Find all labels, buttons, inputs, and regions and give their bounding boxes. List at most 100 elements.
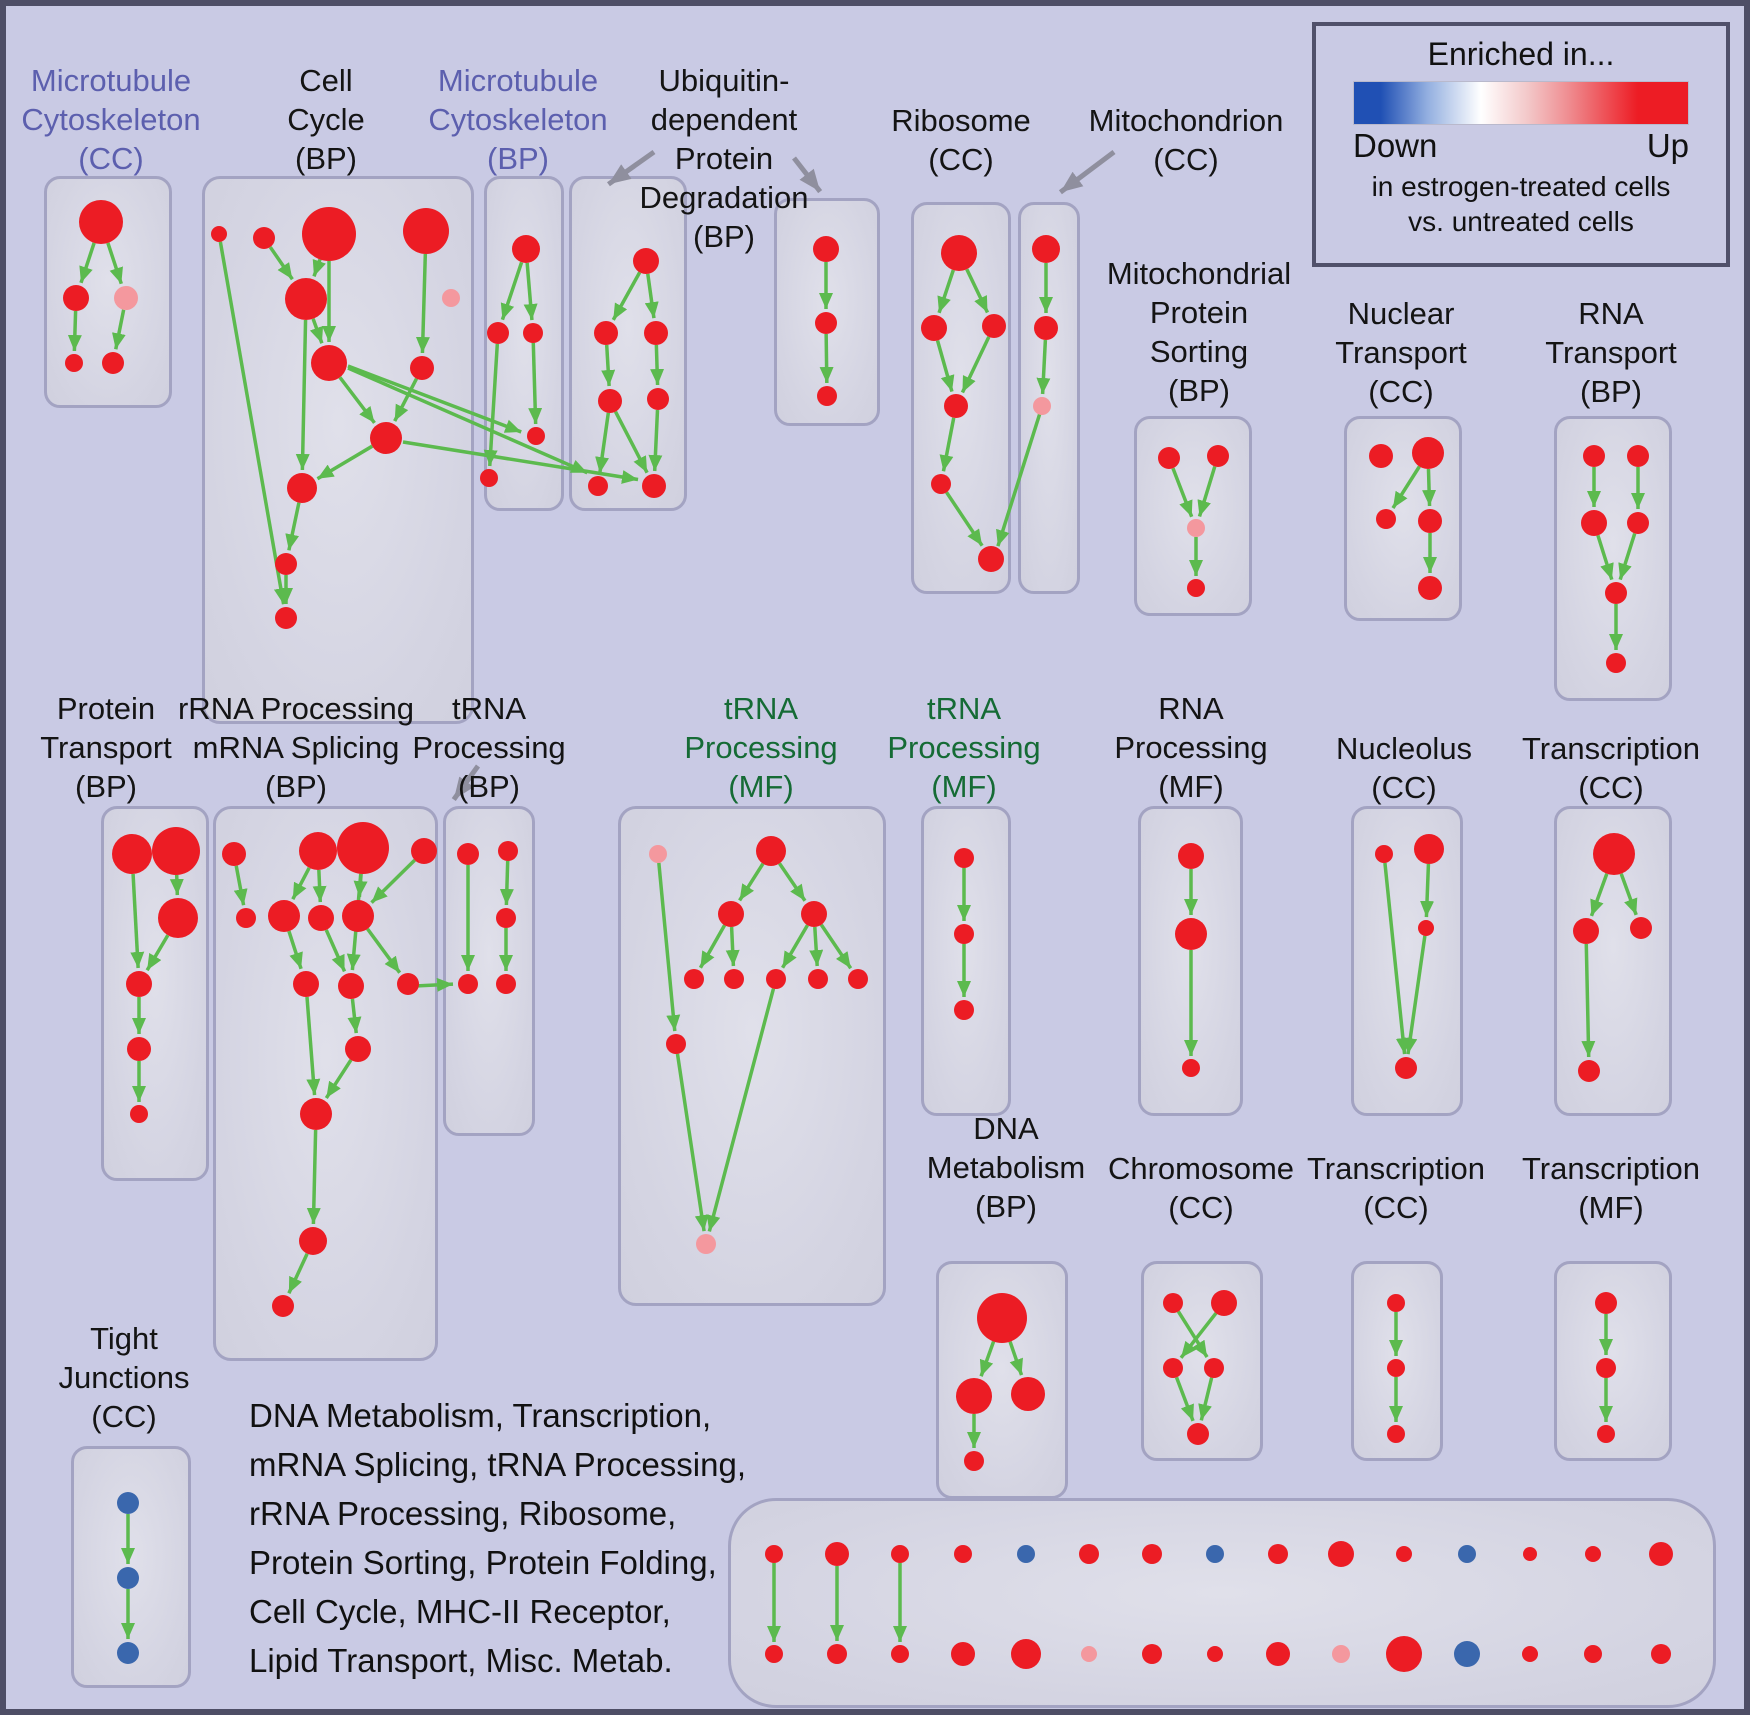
go-term-node: [978, 546, 1004, 572]
edge: [1198, 1377, 1214, 1421]
edge: [67, 310, 82, 352]
go-term-node: [1376, 509, 1396, 529]
go-term-node: [1597, 1425, 1615, 1443]
go-term-node: [302, 207, 356, 261]
go-term-node: [724, 969, 744, 989]
go-term-node: [65, 354, 83, 372]
edge: [309, 318, 324, 344]
ubiquitin-degradation-bp-box: [569, 176, 687, 511]
edge: [1176, 1310, 1209, 1358]
edge: [648, 409, 663, 472]
edge: [106, 242, 123, 285]
go-term-node: [815, 312, 837, 334]
go-term-node: [79, 200, 123, 244]
go-term-node: [1211, 1290, 1237, 1316]
annotation-arrow: [792, 156, 823, 194]
go-term-node: [1395, 1057, 1417, 1079]
annotation-arrow: [607, 149, 656, 187]
go-term-node: [102, 352, 124, 374]
go-term-node: [1034, 316, 1058, 340]
trna-processing-bp-label: tRNA Processing (BP): [412, 691, 566, 804]
go-term-node: [370, 422, 402, 454]
go-term-node: [487, 322, 509, 344]
legend-down-label: Down: [1353, 127, 1438, 164]
ribosome-cc-label: Ribosome (CC): [891, 103, 1031, 177]
go-term-node: [891, 1645, 909, 1663]
go-term-node: [117, 1567, 139, 1589]
go-term-node: [977, 1293, 1027, 1343]
annotation-arrow: [1058, 150, 1116, 195]
go-term-node: [1163, 1358, 1183, 1378]
edge: [287, 1252, 309, 1295]
go-term-node: [442, 289, 460, 307]
go-term-node: [1187, 579, 1205, 597]
go-term-node: [1375, 845, 1393, 863]
go-term-node: [1418, 509, 1442, 533]
go-term-node: [1458, 1545, 1476, 1563]
edge: [218, 241, 288, 605]
go-term-node: [1187, 519, 1205, 537]
go-term-node: [1266, 1642, 1290, 1666]
go-term-node: [817, 386, 837, 406]
edge: [1589, 873, 1609, 917]
go-term-node: [1387, 1359, 1405, 1377]
trna-processing-mf-large-label: tRNA Processing (MF): [684, 691, 838, 804]
go-term-node: [1387, 1425, 1405, 1443]
go-term-node: [647, 388, 669, 410]
go-term-node: [1522, 1646, 1538, 1662]
go-term-node: [1369, 444, 1393, 468]
edge: [414, 977, 454, 992]
go-term-node: [272, 1295, 294, 1317]
nucleolus-cc-label: Nucleolus (CC): [1335, 731, 1473, 805]
go-term-node: [1418, 576, 1442, 600]
go-term-node: [765, 1545, 783, 1563]
edge: [1422, 468, 1437, 507]
edge: [1179, 1312, 1218, 1359]
go-term-node: [275, 607, 297, 629]
go-term-node: [808, 969, 828, 989]
dna-metabolism-bp-label: DNA Metabolism (BP): [926, 1111, 1086, 1224]
misc-category-list: DNA Metabolism, Transcription, mRNA Spli…: [249, 1397, 747, 1679]
legend-caption: in estrogen-treated cells vs. untreated …: [1316, 169, 1726, 239]
go-term-node: [813, 236, 839, 262]
go-term-node: [954, 1545, 972, 1563]
go-term-node: [337, 822, 389, 874]
go-term-node: [1032, 235, 1060, 263]
legend-caption-line2: vs. untreated cells: [1408, 206, 1634, 237]
go-term-node: [1328, 1541, 1354, 1567]
nuclear-transport-cc-label: Nuclear Transport (CC): [1335, 296, 1467, 409]
go-term-node: [1268, 1544, 1288, 1564]
go-term-node: [944, 394, 968, 418]
edge: [402, 440, 639, 484]
go-term-node: [523, 323, 543, 343]
edge: [79, 242, 96, 284]
go-term-node: [1414, 834, 1444, 864]
go-term-node: [311, 345, 347, 381]
edge: [1618, 532, 1637, 581]
edge: [523, 262, 538, 321]
go-term-node: [342, 900, 374, 932]
edge: [324, 1058, 353, 1099]
rrna-processing-mrna-splicing-bp-label: rRNA Processing mRNA Splicing (BP): [177, 691, 415, 804]
go-term-node: [1585, 1546, 1601, 1562]
edge: [1596, 534, 1614, 581]
go-term-node: [931, 474, 951, 494]
go-term-node: [300, 1098, 332, 1130]
edge: [979, 1340, 996, 1377]
go-term-node: [338, 973, 364, 999]
edge: [291, 867, 311, 900]
trna-processing-mf-small-label: tRNA Processing (MF): [887, 691, 1041, 804]
edge: [945, 491, 984, 547]
annotation-arrow: [451, 764, 481, 802]
transcription-cc-mid-label: Transcription (CC): [1521, 731, 1701, 805]
go-term-node: [891, 1545, 909, 1563]
go-term-node: [512, 235, 540, 263]
edge: [698, 924, 727, 969]
go-term-node: [1175, 918, 1207, 950]
go-term-node: [1651, 1644, 1671, 1664]
go-term-node: [480, 469, 498, 487]
edge: [819, 333, 834, 384]
edge: [316, 444, 374, 481]
microtubule-cytoskeleton-cc-label: Microtubule Cytoskeleton (CC): [21, 63, 201, 176]
